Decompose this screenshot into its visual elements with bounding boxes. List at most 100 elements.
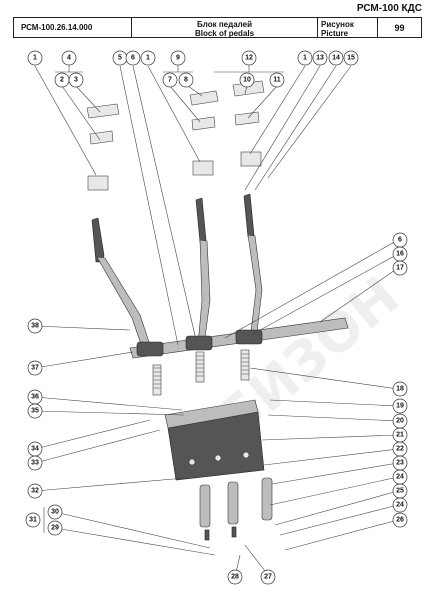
callout-36: 36	[27, 389, 43, 405]
svg-text:1: 1	[146, 55, 150, 62]
title-cell: Блок педалей Block of pedals	[132, 18, 318, 38]
master-cylinders	[199, 477, 273, 541]
svg-text:38: 38	[31, 323, 39, 330]
svg-text:24: 24	[396, 474, 404, 481]
svg-text:28: 28	[231, 574, 239, 581]
callout-7: 7	[162, 72, 178, 88]
document-code: РСМ-100 КДС	[356, 3, 422, 14]
svg-text:9: 9	[176, 55, 180, 62]
picture-label-ru: Рисунок	[321, 20, 354, 29]
callout-12: 12	[241, 50, 257, 66]
svg-text:37: 37	[31, 365, 39, 372]
svg-text:36: 36	[31, 394, 39, 401]
callout-33: 33	[27, 455, 43, 471]
pedal-arms	[91, 193, 263, 348]
callout-10: 10	[239, 72, 255, 88]
exploded-view-drawing: ©БИЗОН	[25, 50, 411, 585]
callout-38: 38	[27, 318, 43, 334]
mounting-bracket	[164, 399, 265, 481]
svg-text:25: 25	[396, 488, 404, 495]
title-ru: Блок педалей	[197, 20, 252, 29]
callout-37: 37	[27, 360, 43, 376]
svg-text:19: 19	[396, 403, 404, 410]
svg-text:29: 29	[51, 525, 59, 532]
picture-number: 99	[394, 22, 405, 33]
callout-4: 4	[61, 50, 77, 66]
callout-6a: 6	[125, 50, 141, 66]
callout-24b: 24	[392, 497, 408, 513]
svg-text:14: 14	[332, 55, 340, 62]
svg-text:5: 5	[118, 55, 122, 62]
svg-text:17: 17	[396, 265, 404, 272]
callout-35: 35	[27, 403, 43, 419]
pedal-pad-middle	[189, 90, 219, 176]
svg-text:22: 22	[396, 446, 404, 453]
callout-24a: 24	[392, 469, 408, 485]
callout-2: 2	[54, 72, 70, 88]
callout-34: 34	[27, 441, 43, 457]
callout-19: 19	[392, 398, 408, 414]
callout-5: 5	[112, 50, 128, 66]
svg-text:35: 35	[31, 408, 39, 415]
pedal-shaft	[129, 317, 349, 359]
callout-23: 23	[392, 455, 408, 471]
svg-text:24: 24	[396, 502, 404, 509]
picture-label-en: Picture	[321, 29, 349, 38]
svg-text:6: 6	[131, 55, 135, 62]
callout-25: 25	[392, 483, 408, 499]
callout-31: 31	[25, 512, 41, 528]
callout-20: 20	[392, 413, 408, 429]
callout-22: 22	[392, 441, 408, 457]
callout-6b: 6	[392, 232, 408, 248]
svg-text:1: 1	[33, 55, 37, 62]
svg-text:18: 18	[396, 386, 404, 393]
callout-1c: 1	[297, 50, 313, 66]
callout-3: 3	[68, 72, 84, 88]
return-springs	[152, 349, 250, 396]
part-number-cell: РСМ-100.26.14.000	[14, 18, 132, 37]
svg-text:10: 10	[243, 77, 251, 84]
callout-11: 11	[269, 72, 285, 88]
leader-lines	[34, 65, 399, 578]
svg-text:11: 11	[273, 77, 281, 84]
pedal-pad-left	[86, 103, 120, 191]
callout-16: 16	[392, 246, 408, 262]
svg-text:33: 33	[31, 460, 39, 467]
picture-number-cell: 99	[378, 18, 421, 37]
svg-text:21: 21	[396, 432, 404, 439]
callout-29: 29	[47, 520, 63, 536]
svg-text:4: 4	[67, 55, 71, 62]
callout-8: 8	[178, 72, 194, 88]
callout-13: 13	[312, 50, 328, 66]
svg-text:12: 12	[245, 55, 253, 62]
svg-text:32: 32	[31, 488, 39, 495]
callout-26: 26	[392, 512, 408, 528]
svg-text:3: 3	[74, 77, 78, 84]
callout-28: 28	[227, 569, 243, 585]
svg-text:1: 1	[303, 55, 307, 62]
svg-text:26: 26	[396, 517, 404, 524]
svg-text:6: 6	[398, 237, 402, 244]
svg-text:8: 8	[184, 77, 188, 84]
picture-label-cell: Рисунок Picture	[318, 18, 378, 38]
svg-text:34: 34	[31, 446, 39, 453]
callout-1a: 1	[27, 50, 43, 66]
callout-32: 32	[27, 483, 43, 499]
svg-text:2: 2	[60, 77, 64, 84]
svg-text:15: 15	[347, 55, 355, 62]
title-en: Block of pedals	[194, 29, 255, 38]
callout-17: 17	[392, 260, 408, 276]
svg-text:13: 13	[316, 55, 324, 62]
svg-text:23: 23	[396, 460, 404, 467]
callout-1b: 1	[140, 50, 156, 66]
callout-15: 15	[343, 50, 359, 66]
svg-text:7: 7	[168, 77, 172, 84]
svg-text:20: 20	[396, 418, 404, 425]
callout-27: 27	[260, 569, 276, 585]
title-block: РСМ-100.26.14.000 Блок педалей Block of …	[13, 17, 422, 38]
callout-18: 18	[392, 381, 408, 397]
svg-text:27: 27	[264, 574, 272, 581]
svg-text:30: 30	[51, 509, 59, 516]
callout-21: 21	[392, 427, 408, 443]
pedal-pad-right	[232, 80, 265, 167]
